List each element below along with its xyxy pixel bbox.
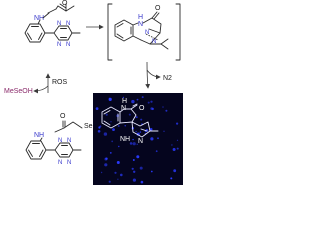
- fluorescence-dot: [176, 122, 179, 125]
- pyridazinone-product-structure: H N O NH N: [101, 98, 159, 145]
- bridge-n1-label: N: [145, 30, 149, 36]
- fluorescence-dot: [150, 100, 153, 103]
- intermediate-n-label: N: [138, 21, 143, 28]
- fluorescence-dot: [135, 130, 137, 133]
- tetrazine-n1-label: N: [57, 21, 61, 27]
- product-n-alt-label: N: [138, 138, 143, 145]
- cycloaddition-intermediate-structure: O H N N N: [114, 5, 169, 50]
- fluorescence-dot: [136, 98, 139, 101]
- fluorescence-dot: [150, 170, 153, 173]
- fluorescence-dot: [149, 127, 153, 131]
- fluorescence-dot: [171, 144, 173, 146]
- amide-nh-label: NH: [34, 15, 44, 22]
- fluorescence-dot: [133, 170, 136, 173]
- fluorescence-dot: [95, 107, 99, 110]
- fluorescence-dot: [140, 180, 144, 184]
- fluorescence-dot: [132, 178, 136, 182]
- precursor-n1-label: N: [58, 138, 62, 144]
- precursor-oxygen-label: O: [60, 113, 66, 120]
- bridge-n2-label: N: [152, 39, 156, 45]
- fluorescence-dot: [105, 113, 108, 116]
- loss-arrow: [145, 61, 151, 89]
- intermediate-bracket: [107, 3, 181, 61]
- mesaoh-label: MeSeOH: [4, 88, 33, 95]
- fluorescence-dot: [124, 125, 126, 127]
- fluorescence-dot: [109, 152, 112, 154]
- fluorescence-dot: [132, 138, 134, 141]
- fluorescence-dot: [117, 178, 119, 180]
- nitrogen-gas-label: N2: [163, 75, 172, 82]
- precursor-n2-label: N: [67, 138, 71, 144]
- fluorescence-dot: [98, 126, 101, 129]
- fluorescence-dot: [162, 106, 164, 108]
- fluorescence-dot: [140, 118, 143, 121]
- intermediate-oxygen-label: O: [155, 5, 161, 12]
- fluorescence-dot: [135, 116, 138, 119]
- fluorescence-dot: [170, 177, 173, 180]
- fluorescence-dots: [95, 96, 179, 184]
- ros-label: ROS: [52, 79, 68, 86]
- fluorescence-dot: [129, 142, 133, 145]
- fluorescence-dot: [131, 99, 135, 104]
- product-oxygen-label: O: [139, 105, 145, 112]
- product-n-label: N: [121, 105, 126, 112]
- fluorescence-dot: [97, 130, 101, 133]
- precursor-n3-label: N: [58, 160, 62, 166]
- fluorescence-dot: [155, 150, 158, 153]
- fluorescence-dot: [136, 155, 140, 159]
- fluorescence-dot: [139, 166, 143, 170]
- product-h-label: H: [122, 98, 127, 105]
- tetrazine-n4-label: N: [66, 42, 70, 48]
- fluorescence-dot: [118, 145, 120, 148]
- fluorescence-dot: [100, 171, 103, 174]
- fluorescence-dot: [116, 161, 120, 164]
- fluorescence-dot: [163, 130, 165, 132]
- fluorescence-dot: [157, 137, 159, 140]
- fluorescence-dot: [131, 167, 134, 170]
- acrylamide-tetrazine-structure: O NH N N N N: [24, 0, 81, 48]
- fluorescence-dot: [173, 169, 177, 173]
- fluorescence-dot: [122, 96, 125, 99]
- fluorescence-dot: [136, 143, 138, 145]
- fluorescence-dot: [141, 96, 144, 99]
- product-nh-label: NH: [120, 136, 130, 143]
- fluorescence-dot: [103, 132, 108, 136]
- fluorescence-dot: [117, 125, 120, 127]
- fluorescence-dot: [176, 139, 179, 141]
- carbonyl-oxygen-label: O: [62, 0, 68, 7]
- reaction-scheme: O NH N N N N O H N: [4, 0, 183, 185]
- selenol-release-arrow: [33, 85, 49, 94]
- fluorescence-dot: [150, 107, 153, 110]
- fluorescence-dot: [120, 173, 123, 177]
- nitrogen-release-arrow: [146, 69, 161, 80]
- fluorescence-dot: [139, 131, 142, 133]
- fluorescence-dot: [108, 180, 111, 183]
- tetrazine-n2-label: N: [66, 21, 70, 27]
- fluorescence-dot: [150, 137, 154, 141]
- fluorescence-dot: [176, 147, 179, 150]
- fluorescence-panel: H N O NH N: [93, 93, 183, 185]
- intermediate-h-label: H: [138, 14, 143, 21]
- fluorescence-dot: [132, 159, 135, 161]
- fluorescence-dot: [111, 140, 114, 143]
- selenide-tetrazine-structure: O SeMe NH N N N N: [25, 113, 102, 166]
- tetrazine-n3-label: N: [57, 42, 61, 48]
- fluorescence-dot: [165, 109, 168, 112]
- fluorescence-dot: [114, 171, 117, 174]
- fluorescence-dot: [147, 101, 150, 104]
- fluorescence-dot: [105, 157, 108, 160]
- fluorescence-dot: [132, 142, 136, 146]
- fluorescence-dot: [110, 121, 112, 123]
- fluorescence-dot: [128, 113, 131, 116]
- fluorescence-dot: [104, 163, 108, 167]
- fluorescence-dot: [172, 148, 176, 151]
- fluorescence-dot: [112, 128, 115, 132]
- fluorescence-dot: [108, 97, 111, 100]
- precursor-nh-label: NH: [34, 132, 44, 139]
- precursor-n4-label: N: [67, 160, 71, 166]
